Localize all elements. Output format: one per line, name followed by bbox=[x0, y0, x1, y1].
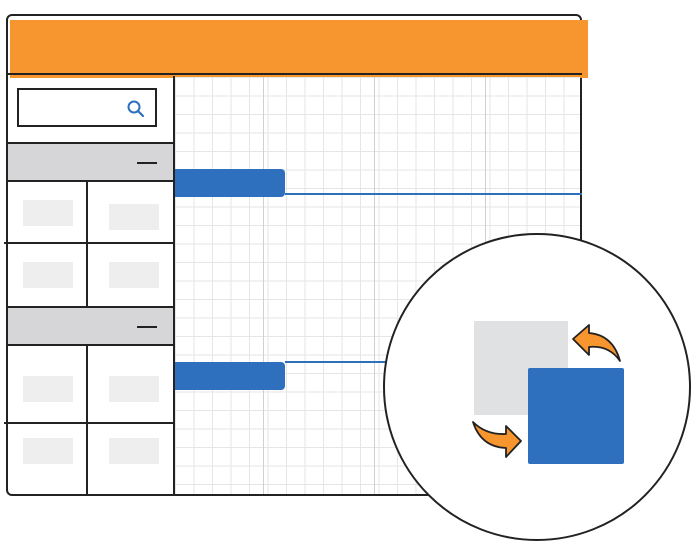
row-cell-placeholder bbox=[23, 200, 73, 226]
task-link-line-2 bbox=[285, 361, 395, 363]
row-cell-placeholder bbox=[109, 262, 159, 288]
group-header-2[interactable] bbox=[8, 306, 173, 344]
header-bar bbox=[10, 20, 588, 78]
row-divider bbox=[4, 242, 173, 244]
swap-arrows-icon bbox=[472, 321, 624, 464]
arrow-down-right-icon bbox=[472, 421, 522, 458]
header-divider bbox=[6, 73, 582, 75]
row-divider bbox=[8, 344, 173, 346]
task-link-line-1 bbox=[285, 193, 582, 195]
target-block bbox=[528, 368, 624, 464]
row-cell-placeholder bbox=[109, 376, 159, 402]
row-cell-placeholder bbox=[109, 204, 159, 230]
row-cell-placeholder bbox=[109, 438, 159, 464]
collapse-icon[interactable] bbox=[137, 162, 157, 164]
search-input[interactable] bbox=[17, 88, 157, 127]
row-divider bbox=[8, 180, 173, 182]
row-cell-placeholder bbox=[23, 262, 73, 288]
group-header-1[interactable] bbox=[8, 142, 173, 180]
column-divider bbox=[86, 182, 88, 308]
column-divider bbox=[86, 346, 88, 496]
task-bar-1[interactable] bbox=[175, 169, 285, 197]
search-icon[interactable] bbox=[126, 99, 146, 119]
collapse-icon[interactable] bbox=[137, 326, 157, 328]
arrow-up-left-icon bbox=[572, 324, 621, 362]
swap-callout bbox=[383, 233, 691, 541]
row-cell-placeholder bbox=[23, 438, 73, 464]
row-divider bbox=[4, 422, 173, 424]
sidebar-panel bbox=[8, 76, 175, 496]
task-bar-2[interactable] bbox=[175, 362, 285, 390]
row-cell-placeholder bbox=[23, 376, 73, 402]
